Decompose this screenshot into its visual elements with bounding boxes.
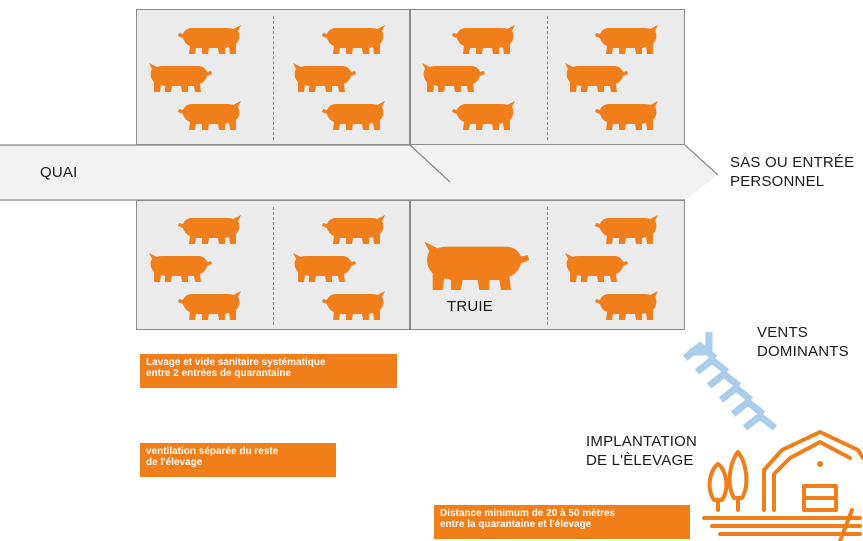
distance-note: Distance minimum de 20 à 50 mètres entre… bbox=[434, 505, 690, 539]
pen-divider bbox=[547, 16, 548, 140]
lavage-note-line1: Lavage et vide sanitaire systématique bbox=[146, 357, 326, 368]
pig-icon bbox=[564, 252, 628, 282]
lavage-note-line2: entre 2 entrées de quarantaine bbox=[146, 368, 292, 379]
pig-icon bbox=[452, 24, 516, 54]
implantation-label-line2: DE L'ÈLEVAGE bbox=[586, 452, 694, 469]
pig-icon bbox=[322, 100, 386, 130]
sas-label-line1: SAS OU ENTRÉE bbox=[730, 154, 855, 171]
ventilation-note: ventilation séparée du reste de l'élevag… bbox=[140, 443, 336, 477]
distance-note-line2: entre la quarantaine et l'élevage bbox=[440, 519, 592, 530]
quai-label: QUAI bbox=[40, 164, 78, 181]
pig-icon bbox=[178, 214, 242, 244]
implantation-label-line1: IMPLANTATION bbox=[586, 433, 698, 450]
pig-icon bbox=[148, 252, 212, 282]
ventilation-note-line2: de l'élevage bbox=[146, 457, 203, 468]
pen-divider bbox=[273, 207, 274, 325]
lavage-note: Lavage et vide sanitaire systématique en… bbox=[140, 354, 397, 388]
pig-icon bbox=[564, 62, 628, 92]
pig-icon bbox=[322, 214, 386, 244]
pig-icon bbox=[178, 100, 242, 130]
pig-icon bbox=[595, 214, 659, 244]
pen-divider bbox=[547, 207, 548, 325]
sow-icon bbox=[421, 240, 531, 290]
vents-label-line1: VENTS bbox=[757, 324, 809, 341]
pig-icon bbox=[178, 24, 242, 54]
pig-icon bbox=[148, 62, 212, 92]
farm-icon bbox=[702, 430, 863, 541]
pig-icon bbox=[421, 62, 485, 92]
vents-label-line2: DOMINANTS bbox=[757, 343, 849, 360]
pen-divider bbox=[273, 16, 274, 140]
truie-label: TRUIE bbox=[447, 298, 493, 315]
wind-arrows-icon bbox=[682, 332, 778, 431]
pig-icon bbox=[595, 100, 659, 130]
pig-icon bbox=[178, 290, 242, 320]
pig-icon bbox=[292, 62, 356, 92]
sas-label-line2: PERSONNEL bbox=[730, 173, 825, 190]
pig-icon bbox=[322, 24, 386, 54]
pig-icon bbox=[322, 290, 386, 320]
ventilation-note-line1: ventilation séparée du reste bbox=[146, 446, 279, 457]
distance-note-line1: Distance minimum de 20 à 50 mètres bbox=[440, 508, 616, 519]
pig-icon bbox=[595, 290, 659, 320]
pig-icon bbox=[292, 252, 356, 282]
pig-icon bbox=[452, 100, 516, 130]
pig-icon bbox=[595, 24, 659, 54]
